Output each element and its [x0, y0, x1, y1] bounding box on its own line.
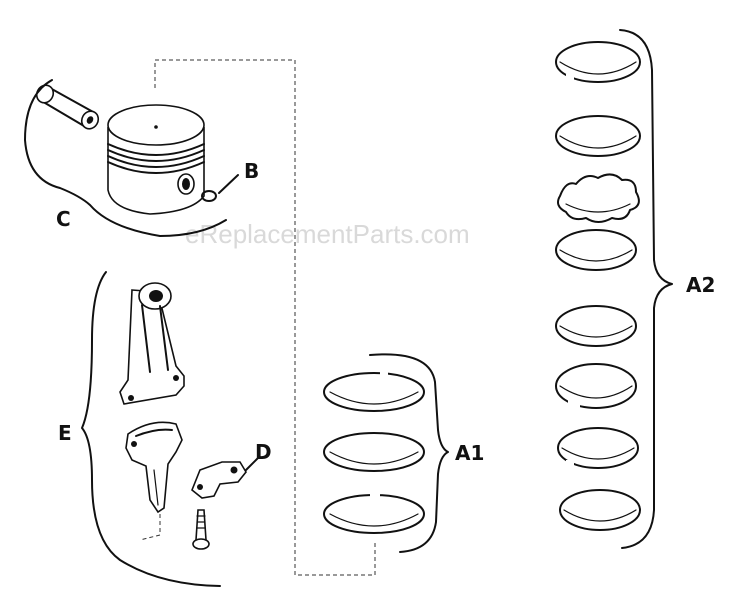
piston-ring [323, 371, 425, 412]
callout-a2: A2 [686, 273, 715, 297]
piston [107, 104, 205, 215]
piston-ring [323, 432, 425, 472]
piston-pin-retainer [201, 190, 217, 202]
wrist-pin [35, 84, 100, 130]
dashed-leader-lines [139, 59, 376, 576]
callout-labels: A1 A2 B C D E [56, 159, 715, 465]
piston-ring [555, 363, 637, 409]
callout-e: E [58, 421, 72, 445]
callout-b: B [244, 159, 259, 183]
piston-assembly [24, 79, 239, 237]
callout-c: C [56, 207, 71, 231]
piston-ring [555, 115, 641, 157]
rod-lock-plate [191, 457, 259, 499]
piston-ring [555, 305, 637, 347]
piston-ring [323, 492, 425, 534]
a1-bracket [369, 353, 449, 553]
ring-set-a2 [555, 29, 673, 549]
watermark-text: eReplacementParts.com [185, 219, 470, 249]
piston-ring [555, 229, 637, 271]
e-bracket [81, 271, 221, 587]
callout-d: D [255, 440, 272, 464]
piston-ring [559, 489, 641, 531]
callout-a1: A1 [455, 441, 484, 465]
a2-bracket [619, 29, 673, 549]
piston-ring [557, 427, 639, 469]
c-bracket [24, 79, 227, 237]
connecting-rod-cap [125, 421, 183, 514]
connecting-rod [119, 282, 185, 405]
ring-set-a1 [323, 353, 449, 553]
piston-ring [555, 41, 641, 83]
connecting-rod-assembly [81, 271, 259, 587]
b-leader [218, 174, 239, 194]
ring-expander [557, 173, 640, 223]
rod-bolt [192, 509, 210, 550]
